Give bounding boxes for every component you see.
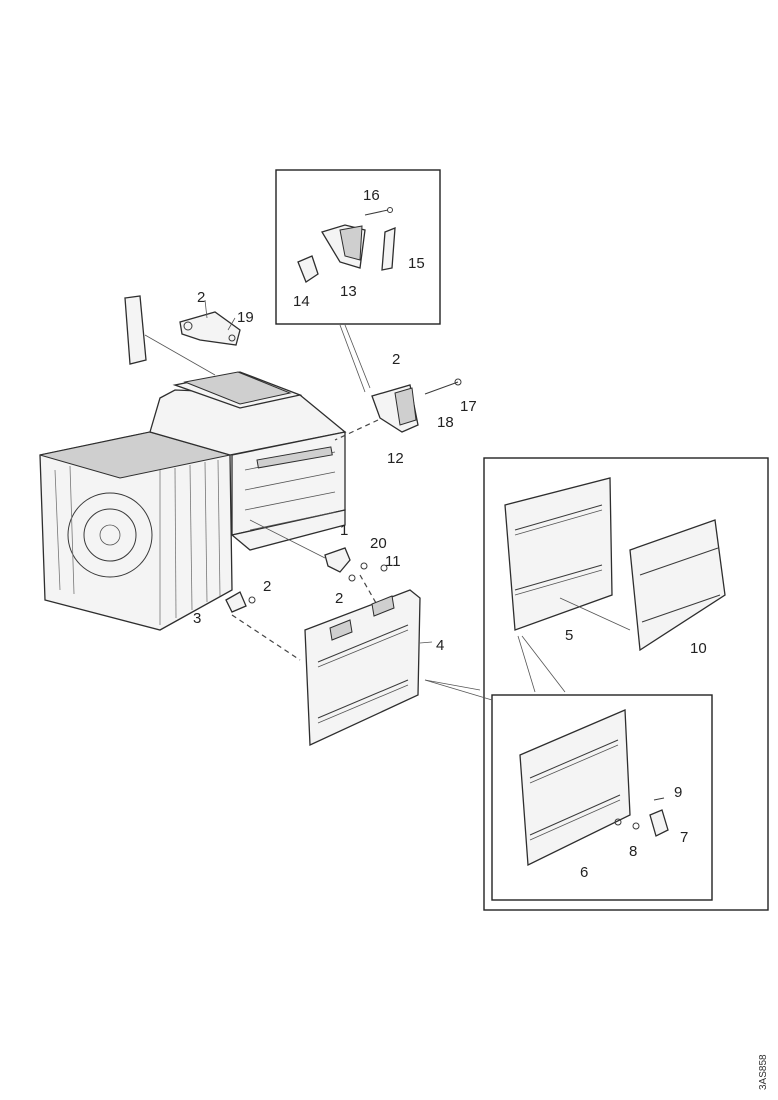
- leader-19: [144, 334, 216, 376]
- callout-8: 8: [629, 843, 637, 860]
- callout-3: 3: [193, 610, 201, 627]
- callout-6: 6: [580, 864, 588, 881]
- callout-14: 14: [293, 293, 310, 310]
- inset-top-parts: [297, 207, 396, 283]
- bracket-part-3: [225, 591, 256, 613]
- callout-20: 20: [370, 535, 387, 552]
- callout-15: 15: [408, 255, 425, 272]
- dash-connector-12: [334, 419, 379, 441]
- inset-box-right: [483, 457, 769, 911]
- dash-connector-3: [231, 614, 301, 661]
- cover-panel-part-4: [304, 589, 421, 746]
- callout-2-upper-right: 2: [392, 351, 400, 368]
- bracket-part-12: [371, 378, 462, 433]
- callout-12: 12: [387, 450, 404, 467]
- callout-5: 5: [565, 627, 573, 644]
- callout-4: 4: [436, 637, 444, 654]
- drawing-code: 3AS858: [758, 1054, 769, 1090]
- callout-16: 16: [363, 187, 380, 204]
- callout-9: 9: [674, 784, 682, 801]
- callout-18: 18: [437, 414, 454, 431]
- panel-part-10: [629, 519, 726, 652]
- small-parts-1-20: [324, 547, 388, 582]
- bracket-part-19: [124, 295, 241, 365]
- callout-2-middle: 2: [335, 590, 343, 607]
- callout-labels: 16 15 14 13 2 19 2 17 18 12 1 20 11 2 2 …: [193, 187, 707, 881]
- inset-box-bottom: [491, 694, 713, 901]
- panel-part-6: [519, 709, 631, 867]
- callout-1: 1: [340, 522, 348, 539]
- callout-2-upper-left: 2: [197, 289, 205, 306]
- callout-17: 17: [460, 398, 477, 415]
- callout-11: 11: [385, 553, 401, 570]
- callout-7: 7: [680, 829, 688, 846]
- inset-box-top: [275, 169, 441, 325]
- panel-part-5: [504, 477, 613, 631]
- callout-10: 10: [690, 640, 707, 657]
- small-parts-7-9: [614, 797, 669, 837]
- machine-body: [39, 371, 347, 631]
- callout-19: 19: [237, 309, 254, 326]
- leader-inset-top: [344, 324, 371, 389]
- callout-13: 13: [340, 283, 357, 300]
- callout-2-lower: 2: [263, 578, 271, 595]
